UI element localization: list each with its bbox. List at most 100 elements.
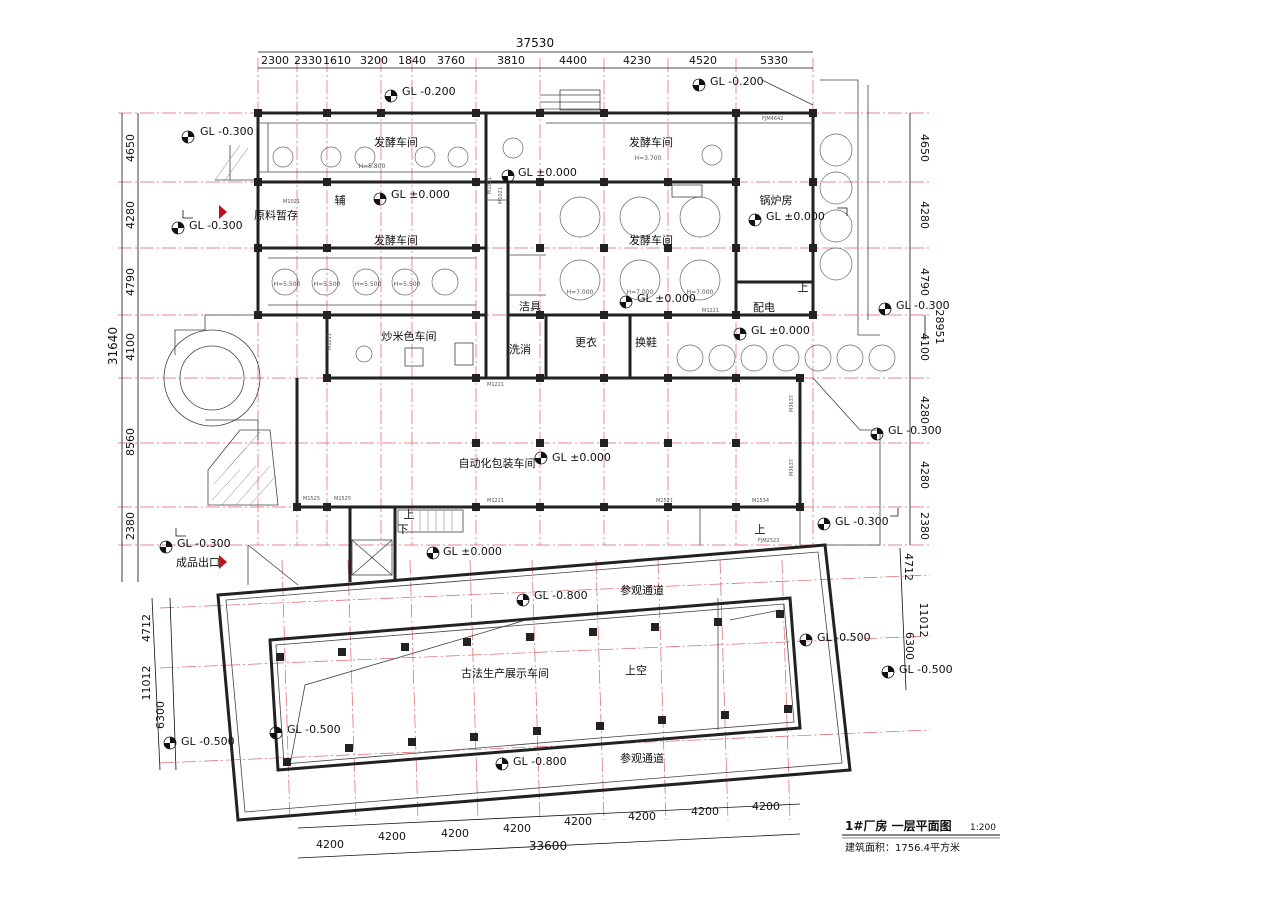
left-total-dimension: 31640 (106, 327, 120, 365)
level-label: GL -0.300 (888, 424, 942, 437)
tank-height-3: H=5.500 (274, 281, 301, 288)
room-boiler: 锅炉房 (760, 194, 793, 207)
level-label: GL -0.300 (189, 219, 243, 232)
left-dim-5: 8560 (124, 428, 137, 456)
drawing-title: 1#厂房 一层平面图 (845, 818, 952, 833)
top-dim-3: 1610 (323, 54, 351, 67)
title-block: 1#厂房 一层平面图 1:200 建筑面积：1756.4平方米 (842, 818, 1000, 854)
level-marker: GL ±0.000 (534, 451, 611, 465)
right-dimensions: 4650 4280 4790 4100 4280 4280 2380 28951 (918, 134, 946, 540)
level-label: GL ±0.000 (766, 210, 825, 223)
room-roast: 炒米色车间 (382, 329, 437, 343)
level-label: GL -0.200 (402, 85, 456, 98)
bottom-dimensions: 4200 4200 4200 4200 4200 4200 4200 4200 … (316, 800, 780, 853)
stair-up-1: 上 (798, 281, 809, 294)
level-label: GL ±0.000 (751, 324, 810, 337)
level-marker: GL -0.800 (516, 589, 588, 607)
left-dim-6: 2380 (124, 512, 137, 540)
room-labels: 发酵车间 发酵车间 发酵车间 发酵车间 锅炉房 配电 原料暂存 辅 炒米色车间 … (176, 135, 809, 765)
fermentation-tanks (271, 133, 896, 372)
level-label: GL -0.500 (817, 631, 871, 644)
bottom-dim-4: 4200 (503, 822, 531, 835)
room-ferment-1: 发酵车间 (374, 135, 418, 149)
top-dimensions: 37530 2300 2330 1610 3200 1840 3760 3810… (261, 36, 788, 67)
bottom-dim-5: 4200 (564, 815, 592, 828)
level-label: GL ±0.000 (552, 451, 611, 464)
room-ferment-3: 发酵车间 (374, 233, 418, 247)
left-dim-3: 4790 (124, 268, 137, 296)
stair-down: 下 (398, 523, 409, 536)
top-dim-5: 1840 (398, 54, 426, 67)
raw-entrance-arrow-icon (219, 205, 227, 219)
door-tag-13: FJM4642 (762, 116, 783, 122)
columns (254, 109, 817, 511)
door-tag-7: M1525 (303, 496, 320, 502)
tank-height-6: H=5.500 (394, 281, 421, 288)
tank-height-8: H=7.000 (627, 289, 654, 296)
level-markers: GL -0.200 GL -0.200 GL -0.300 GL -0.300 … (159, 75, 953, 771)
door-tag-9: M1221 (327, 333, 333, 350)
level-marker: GL -0.300 (878, 299, 950, 316)
right-dim-1: 4650 (918, 134, 931, 162)
tank-height-9: H=7.000 (687, 289, 714, 296)
door-tag-10: M2521 (656, 498, 673, 504)
tank-height-labels: H=5.800 H=3.700 H=5.500 H=5.500 H=5.500 … (274, 155, 714, 296)
level-label: GL -0.500 (287, 723, 341, 736)
stair-up-2: 上 (404, 508, 415, 521)
level-marker: GL -0.500 (881, 663, 953, 679)
top-dim-1: 2300 (261, 54, 289, 67)
entrance-arrows (219, 205, 227, 569)
door-tag-14: M3637 (789, 395, 795, 412)
door-tag-6: M1221 (487, 498, 504, 504)
door-tag-3: M1021 (498, 187, 504, 204)
tank-height-2: H=3.700 (635, 155, 662, 162)
visit-corridor-bottom: 参观通道 (620, 751, 664, 765)
skew-right-dim-2: 11012 (917, 603, 930, 638)
level-label: GL -0.800 (534, 589, 588, 602)
visit-corridor-top: 参观通道 (620, 583, 664, 597)
product-exit-arrow-icon (219, 555, 227, 569)
level-marker: GL -0.300 (171, 219, 243, 235)
top-dim-4: 3200 (360, 54, 388, 67)
level-marker: GL ±0.000 (619, 292, 696, 309)
top-dim-2: 2330 (294, 54, 322, 67)
door-tag-1: M1021 (283, 199, 300, 205)
bottom-dim-8: 4200 (752, 800, 780, 813)
room-ferment-4: 发酵车间 (629, 233, 673, 247)
bottom-total-dimension: 33600 (529, 839, 567, 853)
door-tag-4: M1221 (702, 308, 719, 314)
right-dim-4: 4100 (918, 333, 931, 361)
left-dim-4: 4100 (124, 333, 137, 361)
room-exhibition: 古法生产展示车间 (461, 666, 549, 680)
top-dim-8: 4400 (559, 54, 587, 67)
level-label: GL -0.300 (177, 537, 231, 550)
bottom-dim-2: 4200 (378, 830, 406, 843)
skew-left-dim-2: 11012 (140, 666, 153, 701)
level-marker: GL ±0.000 (748, 210, 825, 227)
top-dim-11: 5330 (760, 54, 788, 67)
level-marker: GL -0.300 (870, 424, 942, 441)
bottom-dim-7: 4200 (691, 805, 719, 818)
door-tags: M1021 M1021 M1021 M1221 M1221 M1221 M152… (283, 116, 795, 544)
level-label: GL -0.200 (710, 75, 764, 88)
door-tag-11: M1534 (752, 498, 769, 504)
tank-height-7: H=7.000 (567, 289, 594, 296)
skew-left-dim-3: 6300 (154, 701, 167, 729)
bottom-dim-3: 4200 (441, 827, 469, 840)
tank-height-5: H=5.500 (355, 281, 382, 288)
section-marks (175, 207, 899, 537)
stairs (351, 89, 703, 576)
door-tag-12: FJM2523 (758, 538, 779, 544)
top-dim-7: 3810 (497, 54, 525, 67)
stair-up-3: 上 (755, 523, 766, 536)
right-extra-dimension: 28951 (933, 310, 946, 345)
level-marker: GL -0.300 (181, 125, 254, 144)
drawing-scale: 1:200 (970, 823, 996, 833)
room-shoes: 换鞋 (635, 335, 657, 349)
dimension-lines (121, 51, 926, 859)
skew-dimensions: 4712 11012 6300 4712 11012 6300 (140, 553, 930, 729)
level-label: GL ±0.000 (443, 545, 502, 558)
door-tag-2: M1021 (487, 177, 493, 194)
level-label: GL -0.300 (200, 125, 254, 138)
